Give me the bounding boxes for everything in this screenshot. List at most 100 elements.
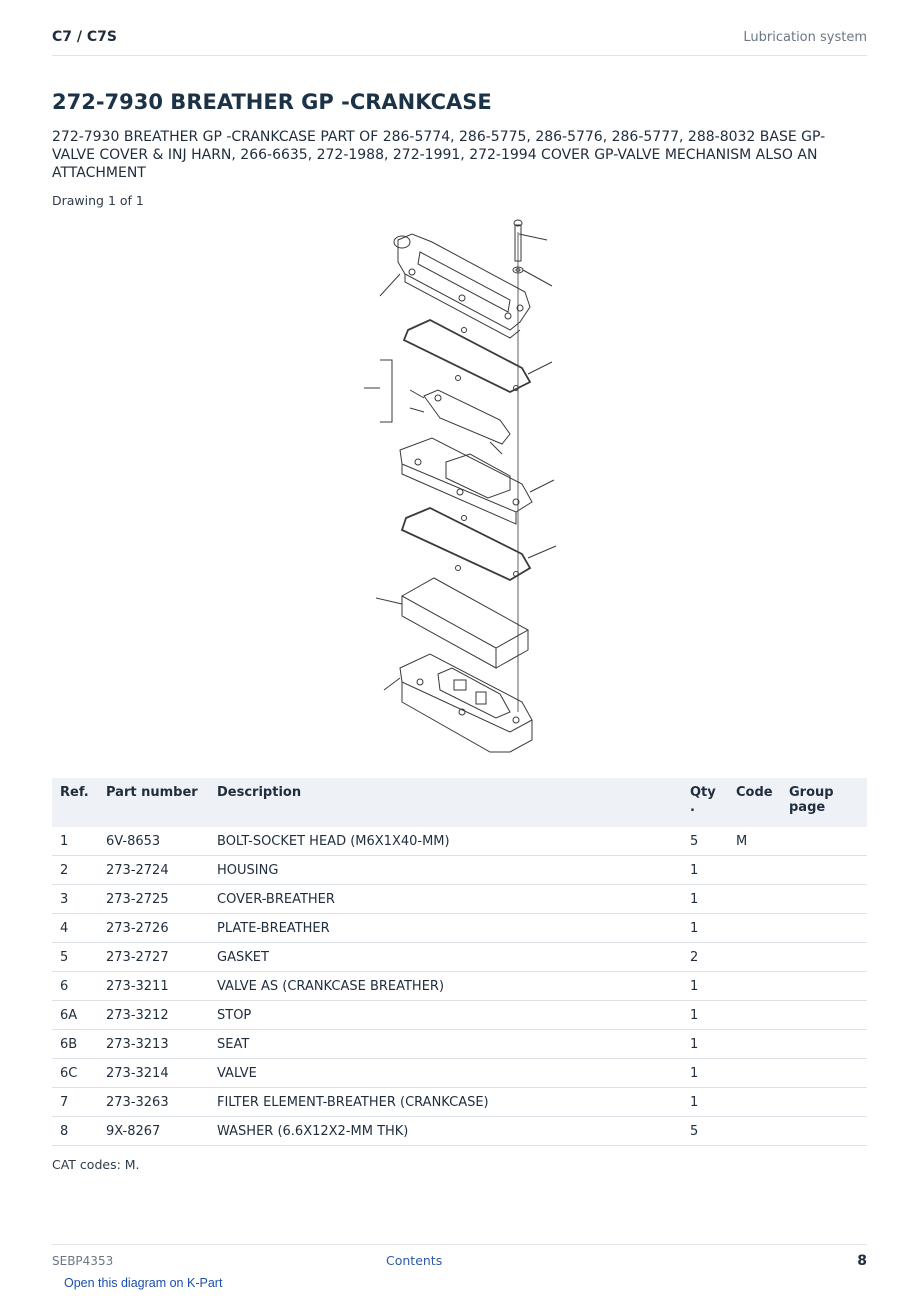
- part-number-cell: 273-2726: [98, 913, 209, 943]
- ref-column-header: Ref.: [52, 778, 98, 827]
- part-number-cell: 6V-8653: [98, 827, 209, 856]
- contents-link[interactable]: Contents: [386, 1253, 443, 1268]
- gasket-part-1: [402, 318, 553, 394]
- qty-cell: 5: [682, 1116, 728, 1146]
- ref-cell: 5: [52, 942, 98, 972]
- description-cell: VALVE: [209, 1058, 682, 1088]
- part-description: 272-7930 BREATHER GP -CRANKCASE PART OF …: [52, 129, 826, 181]
- description-column-header: Description: [209, 778, 682, 827]
- drawing-label: Drawing 1 of 1: [52, 193, 144, 208]
- table-row: 4 273-2726 PLATE-BREATHER 1: [52, 913, 867, 943]
- part-number-cell: 273-3214: [98, 1058, 209, 1088]
- code-cell: [728, 1058, 781, 1088]
- part-number-cell: 273-3213: [98, 1029, 209, 1059]
- description-cell: COVER-BREATHER: [209, 884, 682, 914]
- qty-cell: 1: [682, 971, 728, 1001]
- part-number-cell: 273-2725: [98, 884, 209, 914]
- qty-cell: 1: [682, 1087, 728, 1117]
- table-row: 1 6V-8653 BOLT-SOCKET HEAD (M6X1X40-MM) …: [52, 827, 867, 856]
- code-cell: [728, 855, 781, 885]
- cover-part: [399, 437, 555, 525]
- description-cell: HOUSING: [209, 855, 682, 885]
- qty-cell: 2: [682, 942, 728, 972]
- table-row: 5 273-2727 GASKET 2: [52, 942, 867, 972]
- ref-cell: 6C: [52, 1058, 98, 1088]
- qty-cell: 1: [682, 1000, 728, 1030]
- qty-cell: 1: [682, 884, 728, 914]
- page-footer: SEBP4353 Contents 8: [52, 1244, 867, 1275]
- qty-header-suffix: .: [690, 800, 695, 815]
- part-number-cell: 273-3263: [98, 1087, 209, 1117]
- part-number-column-header: Part number: [98, 778, 209, 827]
- ref-cell: 1: [52, 827, 98, 856]
- qty-cell: 1: [682, 913, 728, 943]
- group-page-cell: [781, 1058, 867, 1088]
- washer-part: [512, 266, 553, 287]
- group-page-cell: [781, 942, 867, 972]
- table-header-row: Ref. Part number Description Qty. Code G…: [52, 778, 867, 827]
- kpart-diagram-link[interactable]: Open this diagram on K-Part: [64, 1276, 223, 1290]
- ref-cell: 7: [52, 1087, 98, 1117]
- description-cell: FILTER ELEMENT-BREATHER (CRANKCASE): [209, 1087, 682, 1117]
- group-page-cell: [781, 855, 867, 885]
- code-cell: [728, 1116, 781, 1146]
- part-number-cell: 9X-8267: [98, 1116, 209, 1146]
- qty-header-text: Qty: [690, 785, 716, 800]
- group-page-cell: [781, 1000, 867, 1030]
- document-id: SEBP4353: [52, 1254, 114, 1268]
- code-cell: [728, 971, 781, 1001]
- housing-part: [379, 233, 531, 339]
- filter-element-part: [375, 577, 530, 669]
- group-page-cell: [781, 913, 867, 943]
- ref-cell: 3: [52, 884, 98, 914]
- table-row: 6 273-3211 VALVE AS (CRANKCASE BREATHER)…: [52, 971, 867, 1001]
- group-page-cell: [781, 1087, 867, 1117]
- group-page-cell: [781, 884, 867, 914]
- group-page-cell: [781, 1116, 867, 1146]
- table-row: 2 273-2724 HOUSING 1: [52, 855, 867, 885]
- table-row: 6B 273-3213 SEAT 1: [52, 1029, 867, 1059]
- valve-assembly-part: [364, 359, 511, 455]
- model-label: C7 / C7S: [52, 29, 117, 45]
- code-column-header: Code: [728, 778, 781, 827]
- ref-cell: 2: [52, 855, 98, 885]
- qty-cell: 1: [682, 1029, 728, 1059]
- group-page-cell: [781, 1029, 867, 1059]
- ref-cell: 6B: [52, 1029, 98, 1059]
- page-title: 272-7930 BREATHER GP -CRANKCASE: [52, 90, 492, 114]
- code-cell: [728, 884, 781, 914]
- table-row: 6A 273-3212 STOP 1: [52, 1000, 867, 1030]
- cat-codes-note: CAT codes: M.: [52, 1157, 140, 1172]
- table-row: 3 273-2725 COVER-BREATHER 1: [52, 884, 867, 914]
- part-number-cell: 273-2724: [98, 855, 209, 885]
- ref-cell: 6A: [52, 1000, 98, 1030]
- group-page-cell: [781, 971, 867, 1001]
- ref-cell: 8: [52, 1116, 98, 1146]
- qty-column-header: Qty.: [682, 778, 728, 827]
- description-cell: BOLT-SOCKET HEAD (M6X1X40-MM): [209, 827, 682, 856]
- table-row: 7 273-3263 FILTER ELEMENT-BREATHER (CRAN…: [52, 1087, 867, 1117]
- code-cell: [728, 1087, 781, 1117]
- exploded-parts-diagram: [364, 219, 557, 753]
- part-number-cell: 273-3212: [98, 1000, 209, 1030]
- code-cell: [728, 942, 781, 972]
- part-number-cell: 273-3211: [98, 971, 209, 1001]
- gasket-part-2: [400, 507, 557, 582]
- base-housing-part: [383, 653, 533, 753]
- table-row: 8 9X-8267 WASHER (6.6X12X2-MM THK) 5: [52, 1116, 867, 1146]
- code-cell: [728, 1000, 781, 1030]
- qty-cell: 1: [682, 1058, 728, 1088]
- ref-cell: 4: [52, 913, 98, 943]
- ref-cell: 6: [52, 971, 98, 1001]
- description-cell: GASKET: [209, 942, 682, 972]
- description-cell: PLATE-BREATHER: [209, 913, 682, 943]
- description-cell: VALVE AS (CRANKCASE BREATHER): [209, 971, 682, 1001]
- parts-table: Ref. Part number Description Qty. Code G…: [52, 778, 867, 1146]
- group-page-column-header: Group page: [781, 778, 867, 827]
- qty-cell: 5: [682, 827, 728, 856]
- description-cell: WASHER (6.6X12X2-MM THK): [209, 1116, 682, 1146]
- code-cell: M: [728, 827, 781, 856]
- code-cell: [728, 1029, 781, 1059]
- bolt-part: [513, 219, 548, 262]
- code-cell: [728, 913, 781, 943]
